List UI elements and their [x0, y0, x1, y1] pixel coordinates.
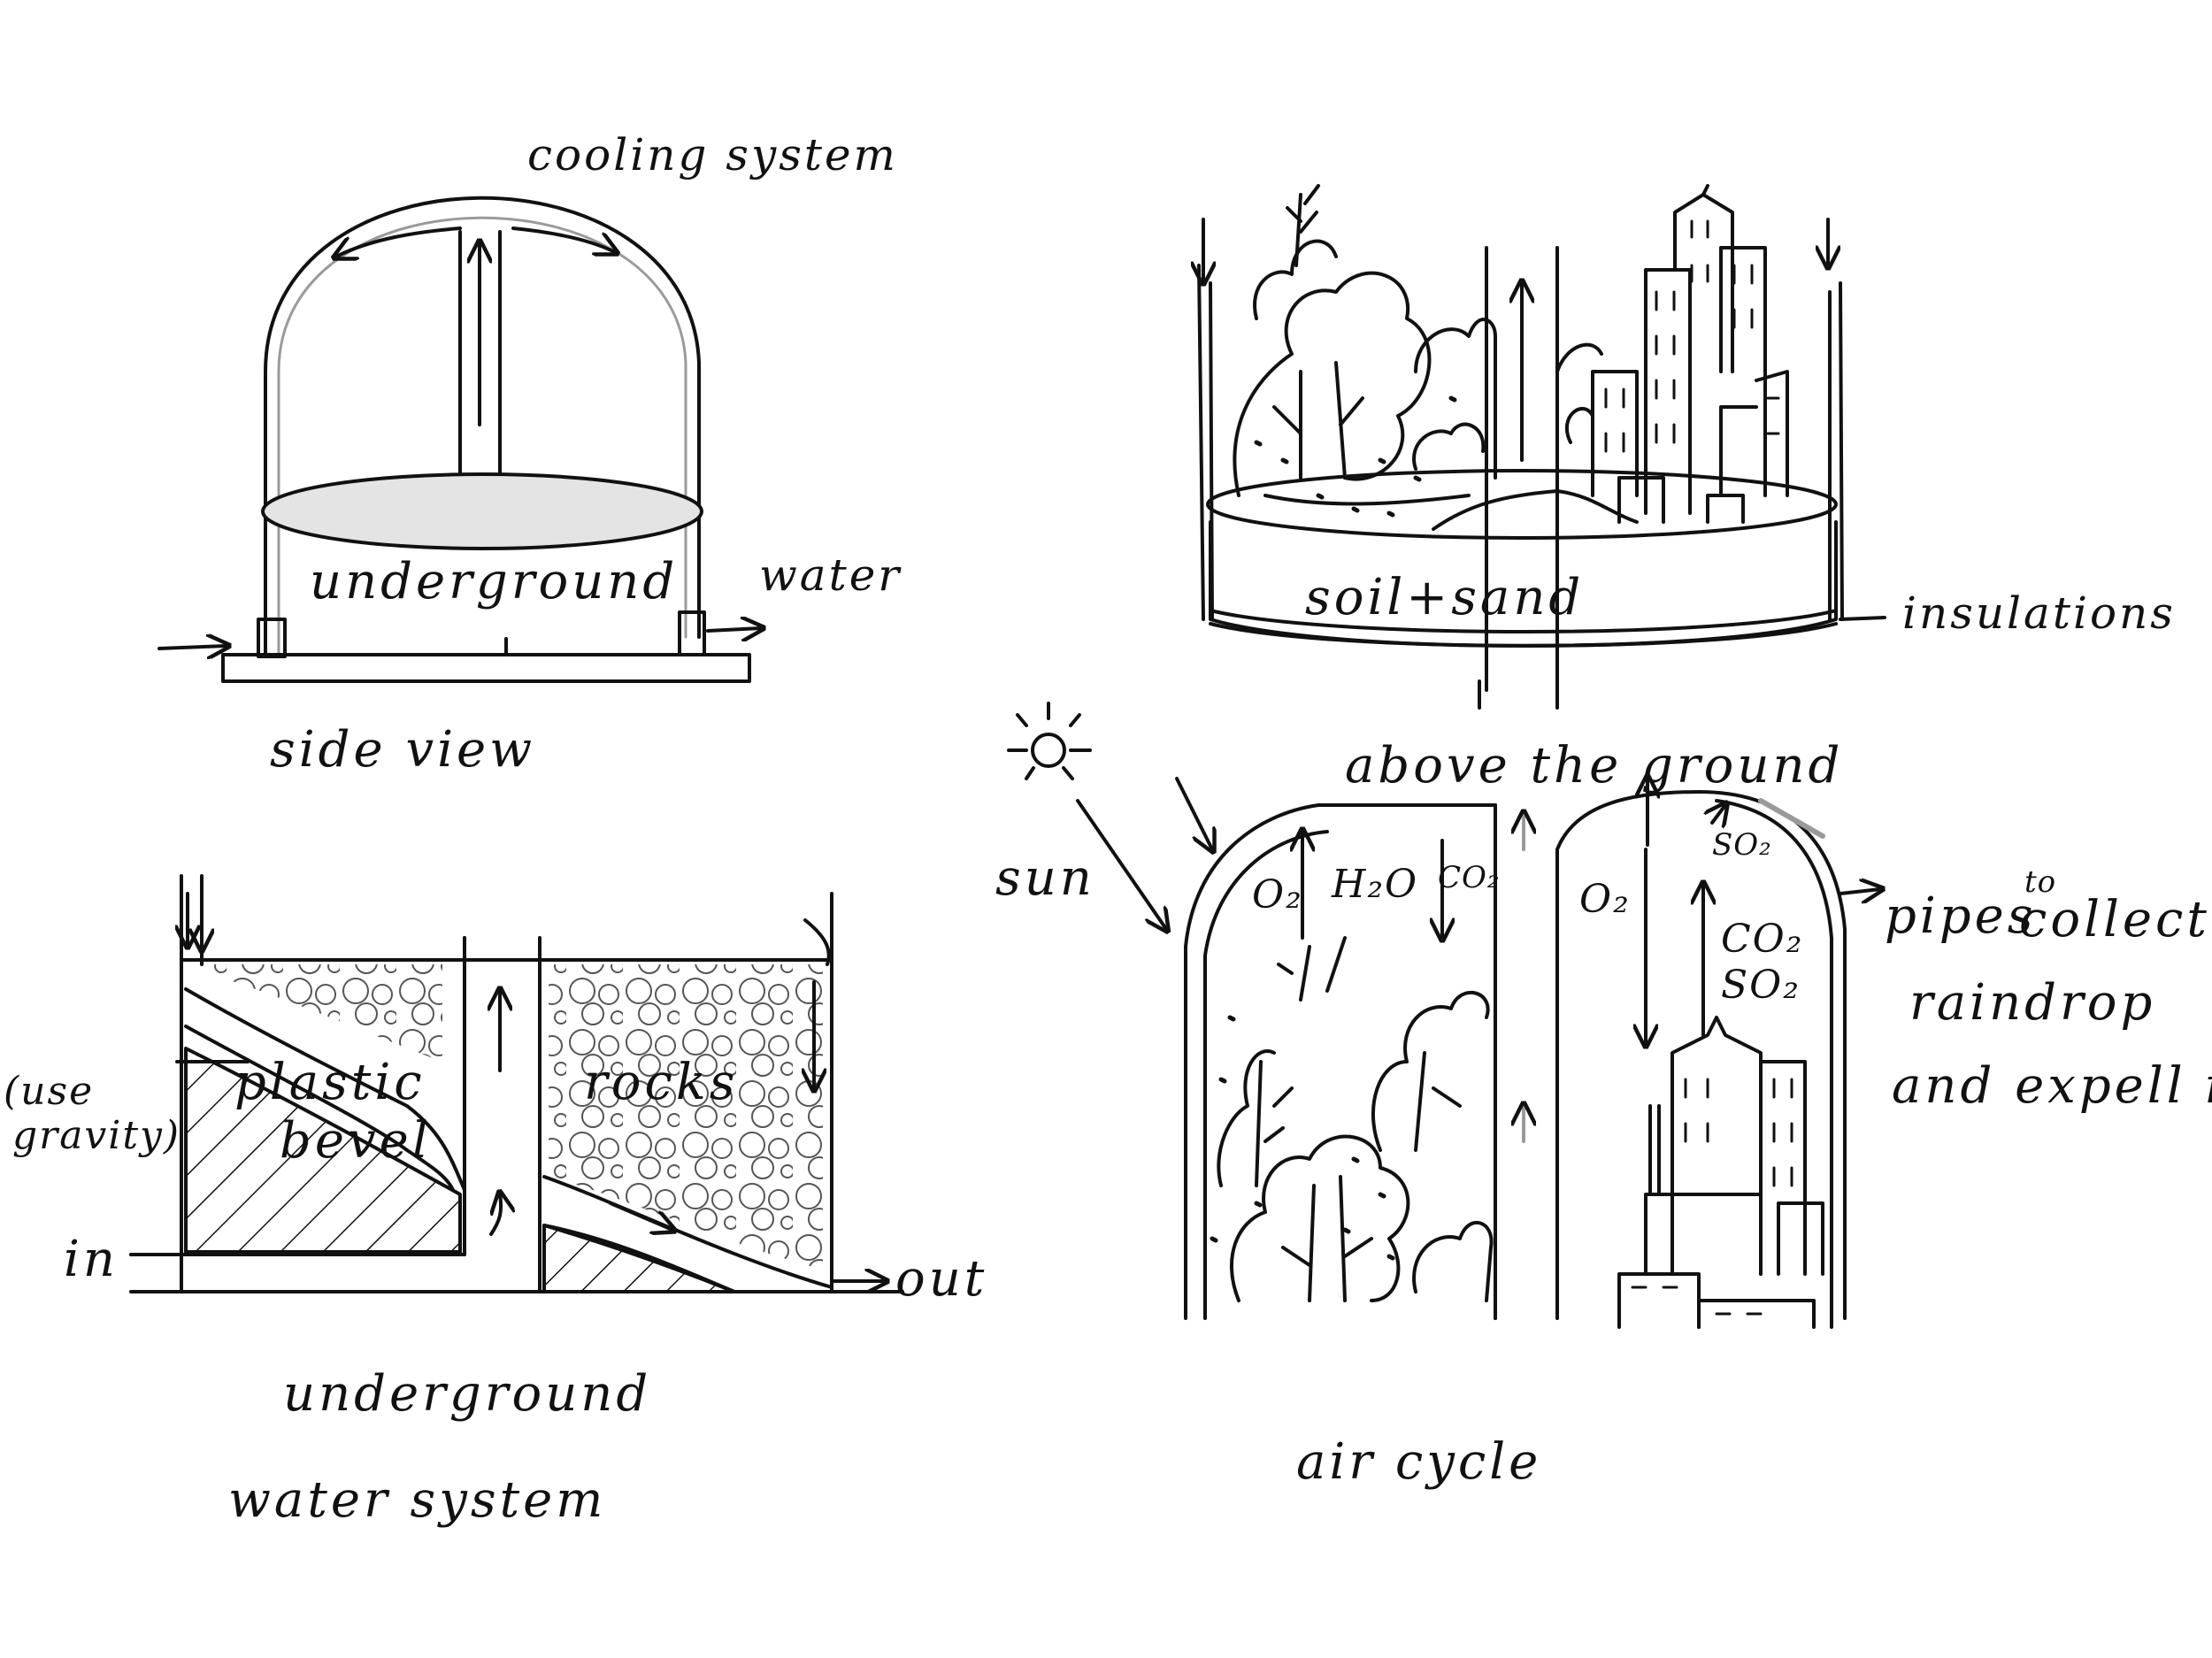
- so2-top-label: SO₂: [1712, 827, 1772, 863]
- pipes-label: pipes: [1885, 887, 2037, 945]
- collect-label: collect: [2019, 891, 2210, 948]
- o2-left-label: O₂: [1252, 872, 1303, 917]
- soil-sand-label: soil+sand: [1305, 569, 1585, 626]
- use-gravity-label-2: gravity): [12, 1113, 181, 1158]
- co2-right-label: CO₂: [1721, 917, 1804, 962]
- plastic-label: plastic: [234, 1054, 426, 1111]
- insulations-label: insulations: [1902, 587, 2176, 639]
- underground-label: underground: [310, 553, 679, 610]
- to-mark-label: to: [2024, 864, 2057, 900]
- water-system-drawing: [129, 874, 904, 1293]
- so2-right-label: SO₂: [1721, 963, 1801, 1008]
- water-system-caption-line2: water system: [228, 1471, 607, 1529]
- air-cycle-drawing: [1007, 702, 1880, 1329]
- h2o-label: H₂O: [1332, 862, 1419, 907]
- side-view-drawing: [157, 196, 761, 683]
- raindrop-label: raindrop: [1909, 974, 2156, 1032]
- air-cycle-caption: air cycle: [1296, 1433, 1542, 1491]
- cooling-system-label: cooling system: [527, 129, 898, 180]
- side-view-caption: side view: [270, 721, 536, 779]
- bevel-label: bevel: [280, 1112, 432, 1170]
- o2-right-label: O₂: [1579, 877, 1631, 922]
- use-gravity-label-1: (use: [4, 1069, 95, 1114]
- water-system-caption-line1: underground: [283, 1365, 652, 1423]
- co2-left-label: CO₂: [1438, 860, 1501, 895]
- sun-label: sun: [995, 849, 1095, 907]
- above-ground-caption: above the ground: [1345, 737, 1844, 794]
- above-ground-drawing: [1199, 184, 1886, 710]
- out-label: out: [895, 1250, 988, 1308]
- water-label: water: [759, 549, 902, 601]
- expell-label: and expell it: [1892, 1057, 2212, 1115]
- rocks-label: rocks: [584, 1054, 739, 1111]
- in-label: in: [64, 1231, 119, 1288]
